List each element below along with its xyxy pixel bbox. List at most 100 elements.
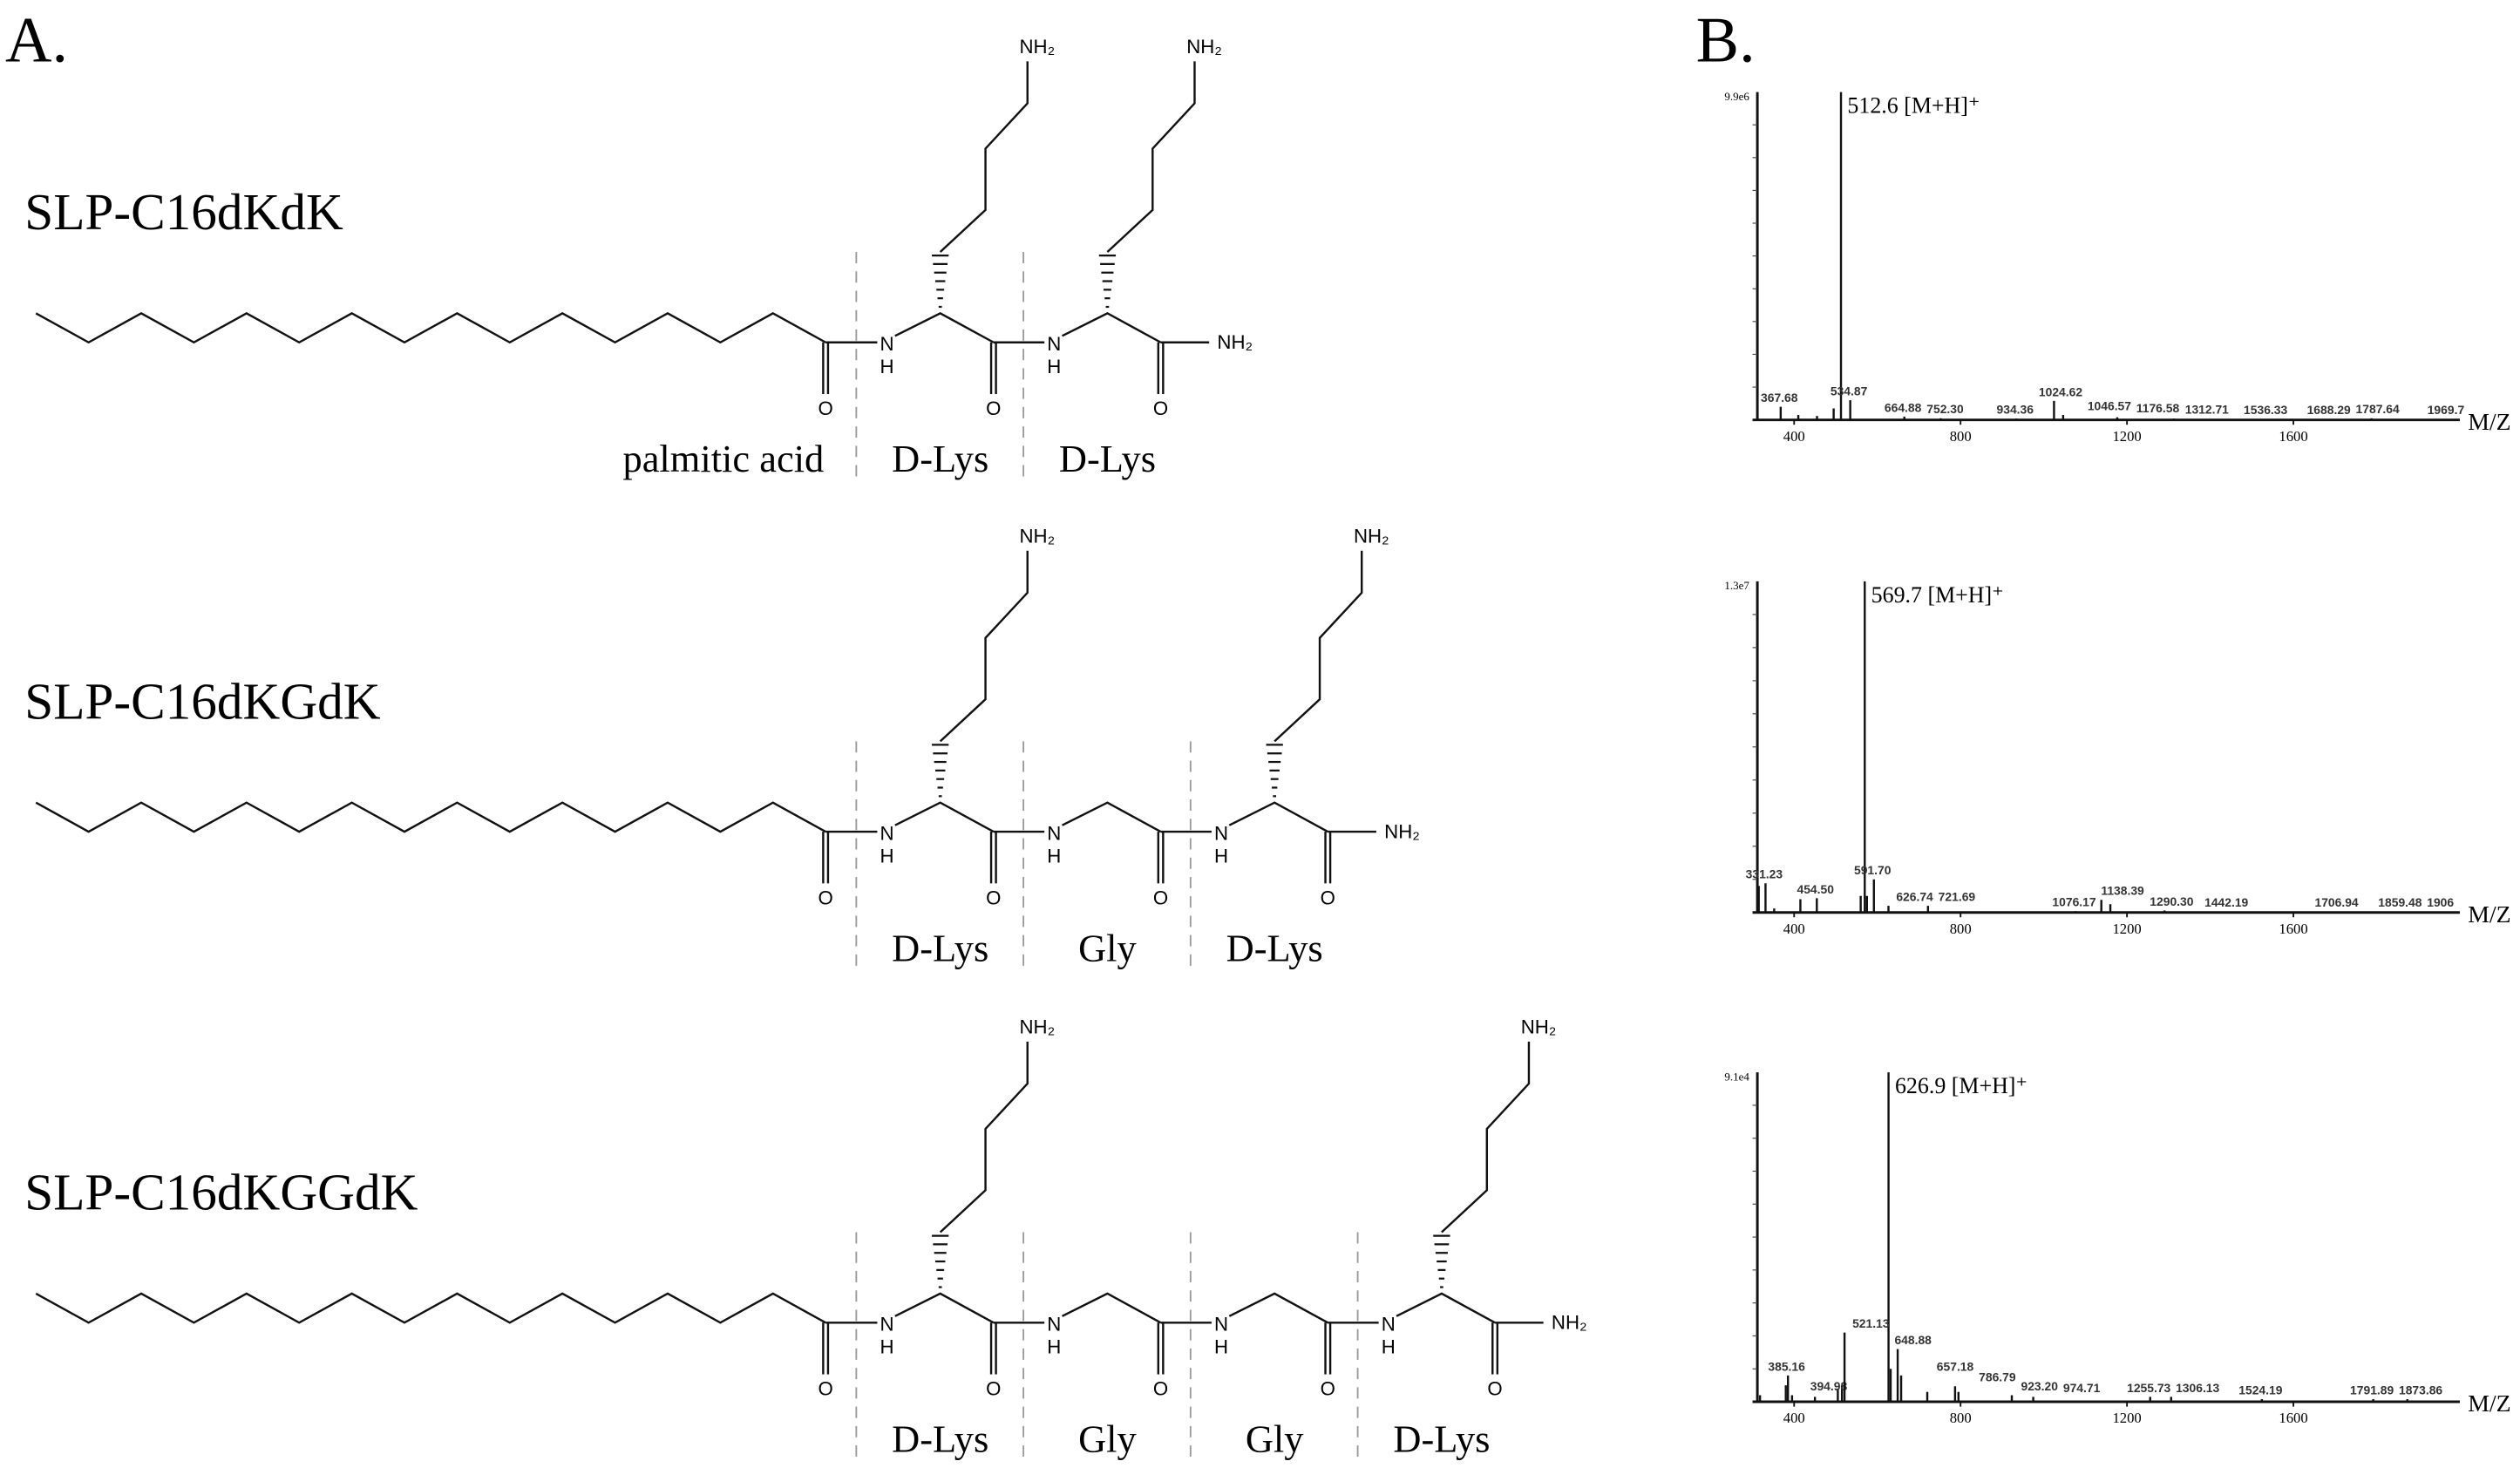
peak-label: 1290.30 — [2150, 894, 2193, 908]
nitrogen-atom: N — [1382, 1314, 1396, 1335]
lysine-side-chain — [1106, 61, 1196, 253]
intensity-scale-label: 9.1e4 — [1724, 1070, 1749, 1083]
x-tick-label: 800 — [1950, 921, 1972, 937]
nitrogen-atom: N — [1047, 333, 1061, 355]
nitrogen-atom: N — [1047, 1314, 1061, 1335]
x-tick-label: 1600 — [2279, 428, 2307, 445]
nitrogen-atom: N — [880, 1314, 894, 1335]
peak-label: 626.74 — [1896, 890, 1933, 904]
segment-label-fatty-acid: palmitic acid — [622, 437, 824, 480]
peak-label: 1524.19 — [2238, 1383, 2282, 1397]
hydrogen-atom: H — [1047, 1335, 1061, 1357]
peak-label: 923.20 — [2021, 1379, 2059, 1393]
x-tick-label: 1200 — [2112, 428, 2141, 445]
terminal-amine: NH₂ — [1217, 331, 1253, 353]
backbone-bond — [894, 801, 995, 833]
nitrogen-atom: N — [880, 822, 894, 844]
x-axis-label: M/Z — [2468, 409, 2510, 436]
nitrogen-atom: N — [1047, 822, 1061, 844]
backbone-bond — [894, 1292, 995, 1324]
lysine-side-chain — [939, 1041, 1029, 1234]
backbone-bond — [1228, 801, 1328, 833]
nitrogen-atom: N — [1214, 822, 1228, 844]
x-tick-label: 1200 — [2112, 1410, 2141, 1426]
lysine-side-chain — [1441, 1041, 1531, 1234]
peak-label: 1787.64 — [2356, 402, 2400, 416]
peak-label: 1176.58 — [2136, 401, 2180, 415]
hydrogen-atom: H — [1047, 845, 1061, 867]
peak-label: 1442.19 — [2204, 895, 2248, 909]
x-tick-label: 800 — [1950, 1410, 1972, 1426]
peak-label: 1312.71 — [2185, 403, 2229, 417]
x-tick-label: 400 — [1783, 428, 1805, 445]
palmitoyl-chain — [35, 312, 826, 344]
hydrogen-atom: H — [1047, 356, 1061, 377]
oxygen-atom: O — [1321, 887, 1335, 908]
intensity-scale-label: 1.3e7 — [1724, 579, 1749, 592]
peak-label: 394.98 — [1810, 1379, 1848, 1393]
nitrogen-atom: N — [1214, 1314, 1228, 1335]
x-tick-label: 1600 — [2279, 1410, 2307, 1426]
hydrogen-atom: H — [1382, 1335, 1396, 1357]
segment-label-residue: D-Lys — [892, 1417, 988, 1460]
oxygen-atom: O — [1153, 887, 1168, 908]
peak-label: 648.88 — [1894, 1333, 1932, 1347]
backbone-bond — [1228, 1292, 1328, 1324]
peak-label: 1536.33 — [2244, 403, 2287, 417]
peak-label: 367.68 — [1761, 391, 1798, 404]
segment-label-residue: D-Lys — [1393, 1417, 1490, 1460]
peak-label: 934.36 — [1997, 403, 2034, 417]
terminal-amine: NH₂ — [1552, 1312, 1587, 1334]
oxygen-atom: O — [1487, 1378, 1502, 1400]
palmitoyl-chain — [35, 1292, 826, 1324]
peak-label: 1688.29 — [2307, 403, 2351, 417]
main-peak-label: 626.9 [M+H]⁺ — [1895, 1073, 2028, 1098]
lysine-side-chain — [939, 550, 1029, 743]
main-peak-label: 569.7 [M+H]⁺ — [1871, 582, 2004, 608]
intensity-scale-label: 9.9e6 — [1724, 90, 1749, 103]
segment-label-residue: D-Lys — [1226, 926, 1323, 969]
amine-group: NH₂ — [1354, 525, 1389, 547]
oxygen-atom: O — [1153, 1378, 1168, 1400]
peak-label: 534.87 — [1831, 384, 1868, 398]
segment-label-residue: D-Lys — [1059, 437, 1156, 480]
amine-group: NH₂ — [1186, 36, 1222, 58]
x-tick-label: 800 — [1950, 428, 1972, 445]
peak-label: 721.69 — [1939, 890, 1976, 904]
terminal-amine: NH₂ — [1384, 820, 1420, 842]
peak-label: 1046.57 — [2088, 398, 2131, 412]
structure-slp-c16dkgdk: SLP-C16dKGdKONHONH₂D-LysNHOGlyNHONH₂D-Ly… — [24, 525, 1420, 971]
peak-label: 664.88 — [1885, 400, 1922, 414]
peak-label: 974.71 — [2063, 1381, 2101, 1395]
peak-label: 1255.73 — [2127, 1381, 2170, 1395]
backbone-bond — [1062, 312, 1162, 343]
peak-label: 786.79 — [1979, 1370, 2016, 1384]
main-peak-label: 512.6 [M+H]⁺ — [1847, 93, 1980, 119]
peak-label: 1906 — [2427, 895, 2454, 909]
oxygen-atom: O — [986, 1378, 1001, 1400]
structure-slp-c16dkggdk: SLP-C16dKGGdKONHONH₂D-LysNHOGlyNHOGlyNHO… — [24, 1016, 1587, 1462]
amine-group: NH₂ — [1521, 1016, 1557, 1038]
oxygen-atom: O — [986, 398, 1001, 419]
x-axis-label: M/Z — [2468, 1390, 2510, 1417]
palmitoyl-chain — [35, 801, 826, 833]
peak-label: 1969.7 — [2428, 403, 2465, 417]
hydrogen-atom: H — [880, 1335, 894, 1357]
peak-label: 521.13 — [1852, 1316, 1890, 1330]
peak-label: 1706.94 — [2315, 895, 2359, 909]
segment-label-residue: Gly — [1246, 1417, 1304, 1460]
peak-label: 331.23 — [1746, 867, 1783, 881]
peak-label: 1138.39 — [2101, 884, 2144, 898]
lysine-side-chain — [939, 61, 1029, 253]
oxygen-atom: O — [818, 1378, 833, 1400]
peak-label: 1791.89 — [2350, 1383, 2394, 1397]
peak-label: 752.30 — [1926, 402, 1964, 416]
amine-group: NH₂ — [1019, 1016, 1055, 1038]
oxygen-atom: O — [1321, 1378, 1335, 1400]
